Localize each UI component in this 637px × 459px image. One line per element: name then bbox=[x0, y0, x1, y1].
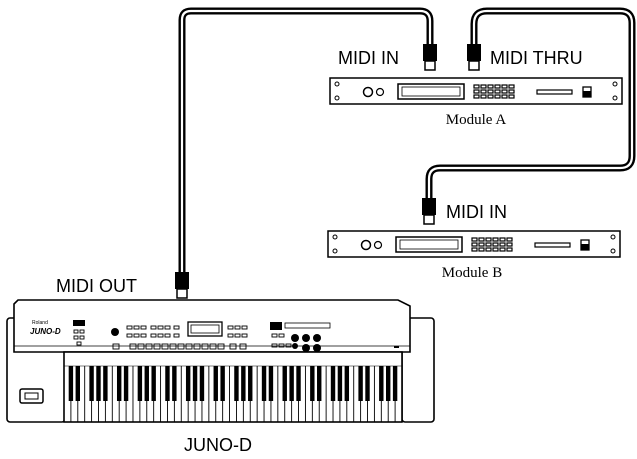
black-key bbox=[330, 366, 336, 401]
black-key bbox=[317, 366, 322, 401]
midi-cable-thru-to-module-b bbox=[425, 7, 636, 200]
black-key bbox=[310, 366, 315, 401]
black-key bbox=[137, 366, 143, 401]
black-key bbox=[268, 366, 274, 401]
black-key bbox=[185, 366, 191, 401]
keyboard-label: JUNO-D bbox=[184, 435, 252, 455]
black-key bbox=[392, 366, 398, 401]
module-b-label: Module B bbox=[442, 265, 502, 281]
black-key bbox=[358, 366, 363, 401]
black-key bbox=[116, 366, 122, 401]
panel-buttons-mid bbox=[126, 325, 180, 338]
black-key bbox=[144, 366, 149, 401]
panel-knob bbox=[111, 328, 119, 336]
black-key bbox=[213, 366, 218, 401]
black-key bbox=[337, 366, 343, 401]
black-key bbox=[241, 366, 246, 401]
black-keys bbox=[68, 366, 398, 401]
panel-display-small bbox=[73, 320, 85, 326]
black-key bbox=[75, 366, 80, 401]
black-key bbox=[261, 366, 267, 401]
panel-buttons-left bbox=[73, 329, 85, 346]
panel-knobs-right bbox=[291, 334, 321, 352]
juno-d-panel-logo: JUNO-D bbox=[30, 327, 61, 336]
black-key bbox=[386, 366, 391, 401]
panel-buttons-right bbox=[227, 325, 248, 338]
module-a-label: Module A bbox=[446, 112, 507, 128]
juno-d-keyboard: Roland JUNO-D bbox=[6, 299, 435, 423]
panel-pad-row bbox=[112, 343, 247, 350]
black-key bbox=[151, 366, 156, 401]
black-key bbox=[220, 366, 225, 401]
module-a-device bbox=[329, 77, 623, 105]
black-key bbox=[89, 366, 94, 401]
black-key bbox=[365, 366, 370, 401]
black-key bbox=[199, 366, 205, 401]
midi-plug-in-b bbox=[422, 198, 436, 225]
black-key bbox=[172, 366, 177, 401]
midi-out-label: MIDI OUT bbox=[56, 276, 137, 296]
black-key bbox=[103, 366, 108, 401]
midi-in-a-label: MIDI IN bbox=[338, 48, 399, 68]
midi-in-b-label: MIDI IN bbox=[446, 202, 507, 222]
module-b-device bbox=[327, 230, 621, 258]
midi-thru-a-label: MIDI THRU bbox=[490, 48, 583, 68]
black-key bbox=[123, 366, 129, 401]
black-key bbox=[282, 366, 287, 401]
black-key bbox=[379, 366, 384, 401]
black-key bbox=[68, 366, 74, 401]
midi-cable-out-to-module-a bbox=[178, 7, 434, 272]
panel-badge bbox=[270, 322, 282, 330]
black-key bbox=[96, 366, 101, 401]
black-key bbox=[165, 366, 170, 401]
black-key bbox=[344, 366, 350, 401]
black-key bbox=[192, 366, 198, 401]
midi-plug-thru-a bbox=[467, 44, 481, 71]
panel-lcd bbox=[187, 321, 223, 337]
black-key bbox=[234, 366, 239, 401]
midi-plug-in-a bbox=[423, 44, 437, 71]
black-key bbox=[289, 366, 294, 401]
midi-plug-out bbox=[175, 272, 189, 299]
black-key bbox=[296, 366, 301, 401]
roland-brand-label: Roland bbox=[32, 320, 48, 326]
black-key bbox=[248, 366, 253, 401]
